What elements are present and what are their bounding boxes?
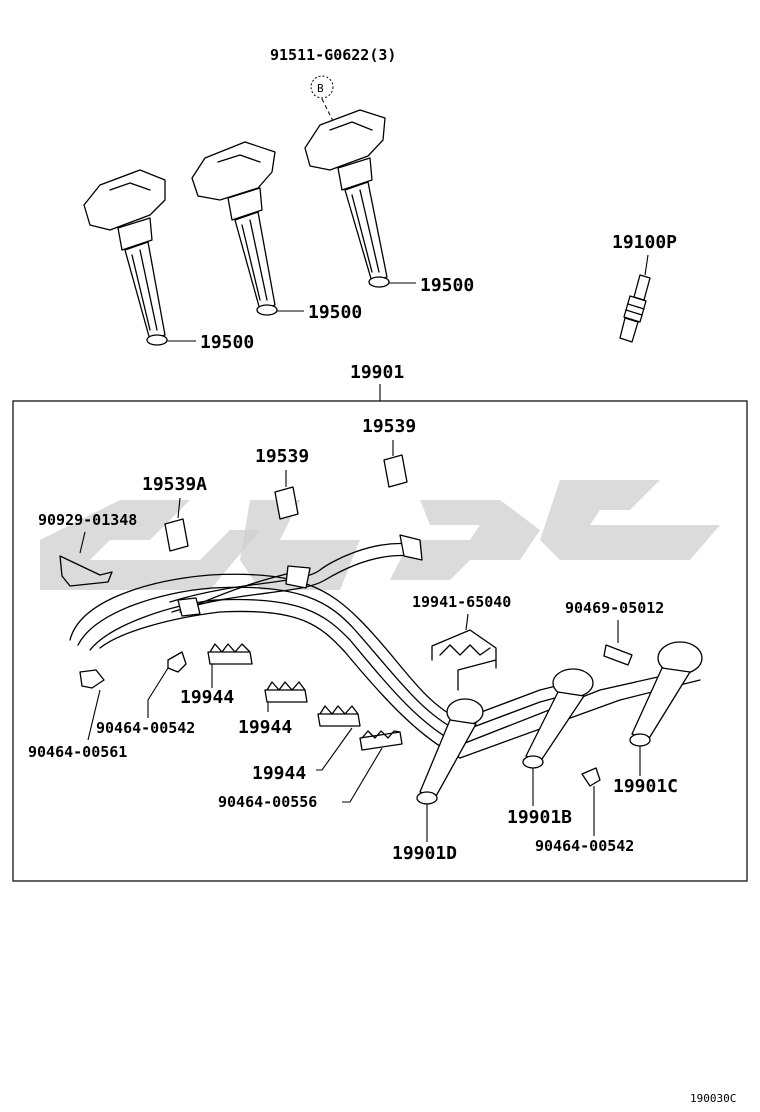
ignition-coil-2 [191,141,278,316]
holder-1 [207,643,253,665]
label-clip-2: 90464-00561 [28,743,127,761]
clip-2 [79,669,105,689]
label-cord-b: 19901B [507,807,572,828]
leader-clip-1 [147,667,169,718]
leader-spark-plug [644,254,649,276]
clip-1 [167,651,187,673]
label-clip-4: 90464-00542 [535,837,634,855]
cord-boot-b [522,668,594,769]
cap-b [274,486,299,520]
label-clamp-1: 90929-01348 [38,511,137,529]
label-coil-bolt: 91511-G0622(3) [270,46,396,64]
callout-circle [310,75,334,99]
figure-code: 190030C [690,1092,736,1105]
leader-clamp-1 [79,531,86,554]
cord-bundle [69,534,701,759]
label-clamp-2: 19941-65040 [412,593,511,611]
label-coil-2: 19500 [308,302,362,323]
cord-boot-d [416,698,484,805]
label-holder-2: 19944 [238,717,292,738]
clamp-3 [603,644,633,666]
leader-holder-3 [316,727,353,771]
label-clip-1: 90464-00542 [96,719,195,737]
clip-4 [581,767,601,787]
label-holder-1: 19944 [180,687,234,708]
leader-clamp-2 [465,613,469,631]
label-cap-c: 19539A [142,474,207,495]
label-cord-set: 19901 [350,362,404,383]
cap-a [383,454,408,488]
label-cap-b: 19539 [255,446,309,467]
label-spark-plug: 19100P [612,232,677,253]
label-coil-3: 19500 [420,275,474,296]
leader-clip-2 [87,689,101,741]
holder-2 [264,681,308,703]
clip-3 [359,730,403,751]
label-cap-a: 19539 [362,416,416,437]
label-cord-c: 19901C [613,776,678,797]
cord-set-frame [12,400,748,882]
label-clip-3: 90464-00556 [218,793,317,811]
callout-letter: B [317,82,324,95]
label-holder-3: 19944 [252,763,306,784]
spark-plug [619,274,651,343]
cord-boot-c [629,641,703,747]
leader-cap-c [177,497,181,519]
clamp-1 [59,555,113,587]
watermark-logo [40,480,720,590]
ignition-coil-1 [83,169,168,346]
leader-clip-3 [342,747,383,803]
label-cord-d: 19901D [392,843,457,864]
label-clamp-3: 90469-05012 [565,599,664,617]
clamp-2 [431,629,497,691]
label-coil-1: 19500 [200,332,254,353]
ignition-coil-3 [304,109,390,288]
cap-c [164,518,189,552]
holder-3 [317,705,361,727]
callout-leader [321,98,335,124]
